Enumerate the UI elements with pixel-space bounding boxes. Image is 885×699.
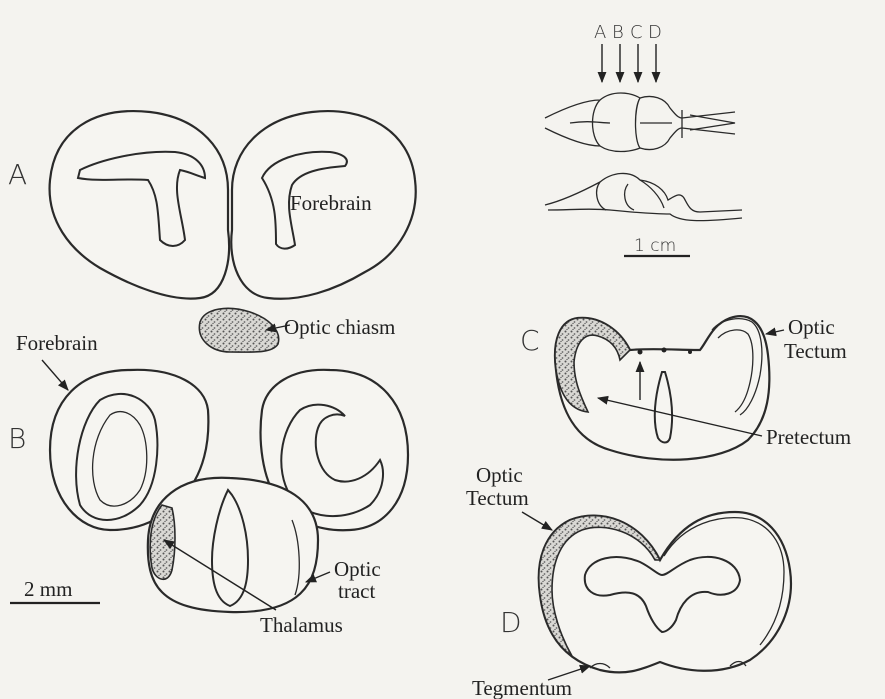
thalamus-label: Thalamus [260, 613, 343, 637]
optic-tectum-c-label-2: Tectum [784, 339, 847, 363]
optic-tectum-c-label-1: Optic [788, 315, 835, 339]
pretectum-dot-2 [662, 348, 667, 353]
section-d [539, 512, 791, 672]
forebrain-label-a: Forebrain [290, 191, 372, 215]
optic-tectum-c-arrow [766, 330, 784, 334]
panel-b-label: B [8, 422, 26, 455]
section-marker-b: B [612, 22, 624, 43]
pretectum-dot-1 [638, 350, 643, 355]
forebrain-left-hemisphere [50, 111, 229, 298]
pretectum-dot-3 [688, 350, 692, 354]
pretectum-label: Pretectum [766, 425, 851, 449]
optic-tectum-d-arrow [522, 512, 552, 530]
section-marker-d: D [648, 22, 662, 43]
panel-d-label: D [500, 606, 522, 639]
optic-chiasm-label: Optic chiasm [284, 315, 395, 339]
optic-tectum-d-label-1: Optic [476, 463, 523, 487]
forebrain-label-b: Forebrain [16, 331, 98, 355]
optic-tract-label-2: tract [338, 579, 375, 603]
section-markers: A B C D [594, 22, 662, 82]
section-marker-c: C [630, 22, 643, 43]
panel-c-label: C [520, 324, 540, 357]
optic-tectum-d-label-2: Tectum [466, 486, 529, 510]
panel-a-label: A [8, 158, 27, 191]
tegmentum-label: Tegmentum [472, 676, 572, 699]
dorsal-brain-view [545, 93, 735, 152]
scale-label-1cm: 1 cm [634, 236, 676, 256]
scale-label-2mm: 2 mm [24, 577, 72, 601]
lateral-brain-view [545, 173, 742, 220]
section-c [555, 316, 769, 460]
section-marker-a: A [594, 22, 606, 43]
forebrain-b-arrow [42, 360, 68, 390]
optic-tract-label-1: Optic [334, 557, 381, 581]
